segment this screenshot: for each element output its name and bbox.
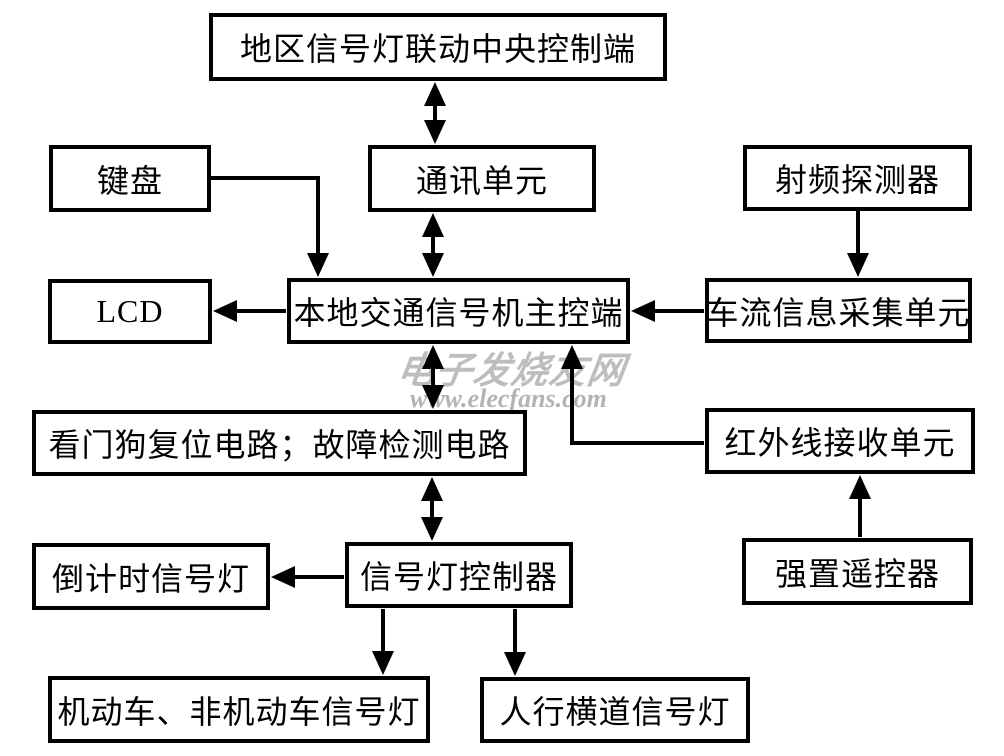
watermark-url-text: www.elecfans.com [410,384,607,413]
node-motor-vehicle-signal: 机动车、非机动车信号灯 [48,676,430,743]
arrow-localmain-watchdog-bidirectional [422,345,444,409]
node-watchdog-fault-circuit: 看门狗复位电路；故障检测电路 [32,410,527,476]
node-traffic-info-collect: 车流信息采集单元 [705,278,972,343]
arrow-keyboard-localmain [211,176,329,277]
node-force-remote-control: 强置遥控器 [742,538,973,605]
node-signal-light-controller: 信号灯控制器 [345,542,573,608]
node-pedestrian-signal: 人行横道信号灯 [480,677,750,743]
node-countdown-signal-light: 倒计时信号灯 [32,543,270,610]
arrow-comm-localmain-bidirectional [422,213,444,277]
arrow-rfdetector-trafficcollect [847,211,869,277]
node-infrared-receiver: 红外线接收单元 [705,408,975,474]
arrow-central-comm-bidirectional [424,82,446,144]
arrow-signalcontroller-motorsignal [372,609,394,675]
arrow-signalcontroller-pedestriansignal [504,609,526,676]
arrow-signalcontroller-countdown [271,566,344,588]
node-region-central-control: 地区信号灯联动中央控制端 [209,13,667,81]
arrow-infrared-localmain [561,345,704,445]
arrow-watchdog-signalcontroller-bidirectional [421,477,443,541]
arrow-trafficcollect-localmain [631,300,704,322]
node-lcd: LCD [48,279,212,344]
node-communication-unit: 通讯单元 [368,145,596,212]
arrow-localmain-lcd [213,300,286,322]
arrow-forceremote-infrared [849,475,871,537]
node-local-main-control: 本地交通信号机主控端 [287,278,630,344]
node-keyboard: 键盘 [49,145,211,212]
node-rf-detector: 射频探测器 [743,145,972,211]
